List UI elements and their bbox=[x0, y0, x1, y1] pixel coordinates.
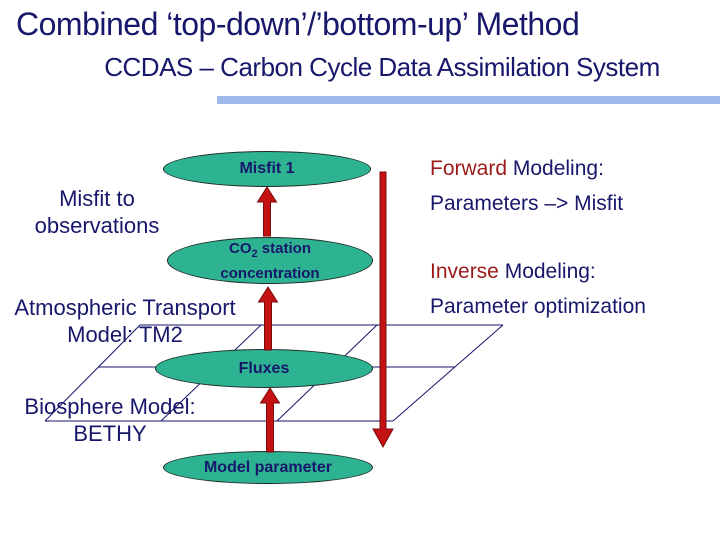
node-misfit-1-label: Misfit 1 bbox=[239, 160, 295, 177]
label-misfit-line2: observations bbox=[34, 213, 160, 238]
forward-rest-text: Modeling: bbox=[507, 157, 604, 180]
annotation-parameters-to-misfit: Parameters –> Misfit bbox=[430, 192, 624, 215]
grid-diagonal-right bbox=[392, 324, 504, 422]
label-atm-line2: Model: TM2 bbox=[67, 322, 183, 347]
node-model-parameter-label: Model parameter bbox=[203, 458, 333, 476]
down-arrow-inverse bbox=[372, 171, 394, 449]
up-arrow-co2-to-misfit bbox=[256, 186, 278, 237]
co2-text: CO bbox=[229, 239, 252, 257]
annotation-forward-modeling: Forward Modeling: bbox=[430, 157, 604, 181]
page-subtitle: CCDAS – Carbon Cycle Data Assimilation S… bbox=[104, 52, 660, 82]
co2-subscript: 2 bbox=[251, 247, 258, 260]
label-biosphere-model: Biosphere Model: BETHY bbox=[8, 393, 212, 447]
label-bio-line1: Biosphere Model: bbox=[24, 394, 196, 419]
up-arrow-fluxes-to-co2 bbox=[257, 286, 279, 351]
node-co2-station-concentration: CO2 station concentration bbox=[167, 237, 373, 284]
annotation-parameter-optimization: Parameter optimization bbox=[430, 295, 646, 318]
node-co2-line2: concentration bbox=[220, 264, 320, 282]
label-atmospheric-transport-model: Atmospheric Transport Model: TM2 bbox=[0, 294, 252, 348]
label-misfit-to-observations: Misfit to observations bbox=[14, 185, 180, 239]
node-fluxes: Fluxes bbox=[155, 349, 373, 388]
annotation-inverse-modeling: Inverse Modeling: bbox=[430, 260, 596, 284]
co2-station-text: station bbox=[257, 239, 311, 257]
label-bio-line2: BETHY bbox=[73, 421, 147, 446]
page-title: Combined ‘top-down’/’bottom-up’ Method bbox=[16, 6, 580, 42]
inverse-rest-text: Modeling: bbox=[498, 260, 596, 283]
node-co2-line1: CO2 station bbox=[229, 239, 311, 264]
label-atm-line1: Atmospheric Transport bbox=[14, 295, 236, 320]
up-arrow-parameter-to-fluxes bbox=[259, 387, 281, 453]
node-model-parameter: Model parameter bbox=[163, 451, 373, 484]
title-underline-bar bbox=[217, 96, 720, 104]
label-misfit-line1: Misfit to bbox=[59, 186, 135, 211]
node-misfit-1: Misfit 1 bbox=[163, 151, 371, 187]
forward-accent-text: Forward bbox=[430, 157, 508, 180]
inverse-accent-text: Inverse bbox=[430, 260, 499, 283]
node-fluxes-label: Fluxes bbox=[238, 359, 290, 377]
